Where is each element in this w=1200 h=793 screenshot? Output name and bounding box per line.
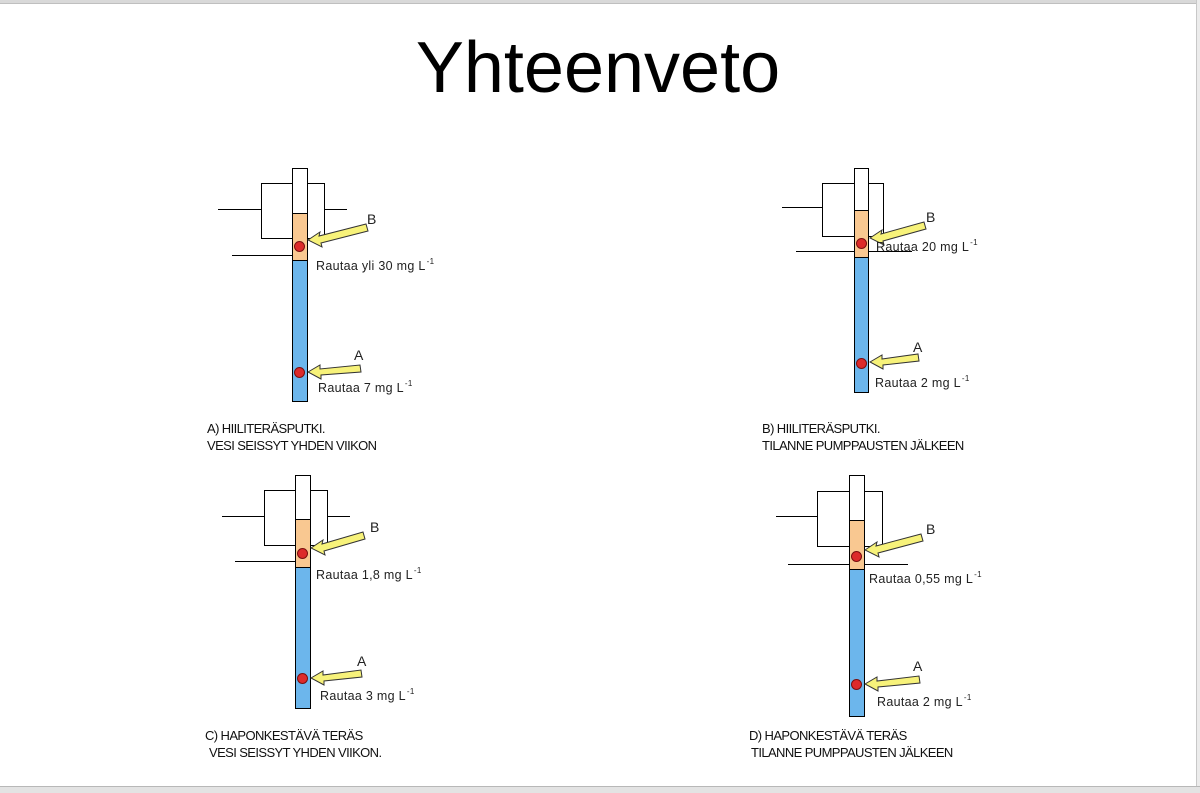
caption-a-line1: A) HIILITERÄSPUTKI. xyxy=(207,421,326,436)
wall-line-lower xyxy=(232,255,294,256)
label-point-a: A xyxy=(913,339,923,355)
label-point-a: A xyxy=(354,347,364,363)
water-column xyxy=(292,260,308,402)
sample-point-b xyxy=(856,238,867,249)
sample-point-a xyxy=(297,673,308,684)
iron-reading-b: Rautaa 20 mg L-1 xyxy=(876,238,978,254)
iron-reading-b: Rautaa yli 30 mg L-1 xyxy=(316,257,435,273)
sample-point-a xyxy=(294,367,305,378)
iron-reading-a: Rautaa 7 mg L-1 xyxy=(318,379,413,395)
sample-point-b xyxy=(851,551,862,562)
arrow-b-icon xyxy=(307,223,369,248)
window-right-border xyxy=(1196,0,1200,792)
housing-bracket xyxy=(325,209,347,210)
wall-line-lower xyxy=(235,561,297,562)
window-top-border xyxy=(0,0,1200,4)
page-title: Yhteenveto xyxy=(415,28,781,108)
caption-d-line2: TILANNE PUMPPAUSTEN JÄLKEEN xyxy=(751,745,953,760)
sample-point-b xyxy=(294,241,305,252)
iron-reading-b: Rautaa 1,8 mg L-1 xyxy=(316,566,422,582)
caption-a-line2: VESI SEISSYT YHDEN VIIKON xyxy=(207,438,377,453)
sample-point-a xyxy=(851,679,862,690)
label-point-b: B xyxy=(926,521,936,537)
iron-reading-b: Rautaa 0,55 mg L-1 xyxy=(869,570,982,586)
caption-b-line2: TILANNE PUMPPAUSTEN JÄLKEEN xyxy=(762,438,964,453)
label-point-b: B xyxy=(367,211,377,227)
label-point-b: B xyxy=(370,519,380,535)
window-bottom-border xyxy=(0,786,1200,793)
arrow-b-icon xyxy=(864,533,924,558)
housing-bracket xyxy=(328,516,350,517)
caption-a: A) HIILITERÄSPUTKI. VESI SEISSYT YHDEN V… xyxy=(207,420,377,454)
caption-d: D) HAPONKESTÄVÄ TERÄS TILANNE PUMPPAUSTE… xyxy=(749,727,953,761)
label-point-a: A xyxy=(357,653,367,669)
pipe-upper-section xyxy=(849,475,865,521)
arrow-a-icon xyxy=(868,353,920,370)
arrow-a-icon xyxy=(863,675,921,692)
arrow-a-icon xyxy=(309,669,363,686)
caption-d-line1: D) HAPONKESTÄVÄ TERÄS xyxy=(749,728,907,743)
well-housing xyxy=(822,183,884,237)
label-point-a: A xyxy=(913,658,923,674)
pipe-upper-section xyxy=(295,475,311,521)
pipe-upper-section xyxy=(292,168,308,214)
caption-c-line2: VESI SEISSYT YHDEN VIIKON. xyxy=(209,745,382,760)
arrow-b-icon xyxy=(869,221,927,246)
pipe-upper-section xyxy=(854,168,869,212)
arrow-b-icon xyxy=(310,531,366,556)
water-column xyxy=(854,257,869,393)
wall-line-upper xyxy=(222,516,266,517)
wall-line-upper xyxy=(776,516,820,517)
arrow-a-icon xyxy=(306,364,362,380)
sample-point-b xyxy=(297,548,308,559)
iron-reading-a: Rautaa 2 mg L-1 xyxy=(875,374,970,390)
water-column xyxy=(849,569,865,717)
water-column xyxy=(295,567,311,709)
caption-c: C) HAPONKESTÄVÄ TERÄS VESI SEISSYT YHDEN… xyxy=(205,727,382,761)
iron-reading-a: Rautaa 3 mg L-1 xyxy=(320,687,415,703)
label-point-b: B xyxy=(926,209,936,225)
wall-line-lower xyxy=(788,564,908,565)
sample-point-a xyxy=(856,358,867,369)
iron-reading-a: Rautaa 2 mg L-1 xyxy=(877,693,972,709)
wall-line-upper xyxy=(782,207,826,208)
caption-b-line1: B) HIILITERÄSPUTKI. xyxy=(762,421,881,436)
caption-b: B) HIILITERÄSPUTKI. TILANNE PUMPPAUSTEN … xyxy=(762,420,964,454)
caption-c-line1: C) HAPONKESTÄVÄ TERÄS xyxy=(205,728,363,743)
wall-line-upper xyxy=(218,209,262,210)
